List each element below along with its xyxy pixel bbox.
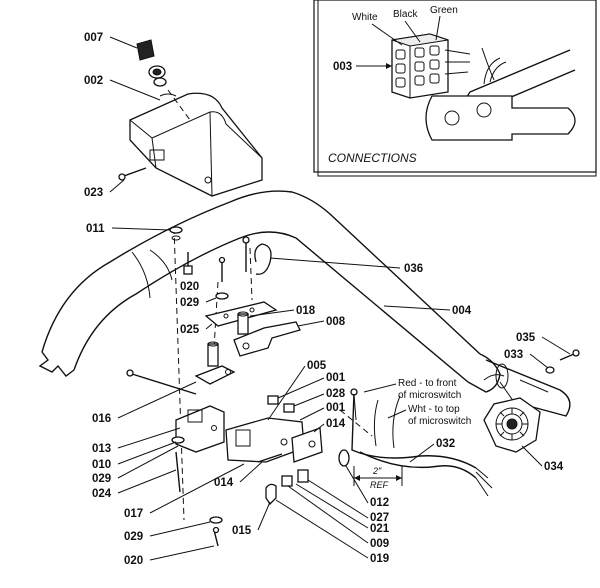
callout-001b: 001: [326, 402, 346, 414]
callout-018: 018: [296, 305, 316, 317]
note-wht-2: of microswitch: [408, 416, 471, 427]
callout-027: 027: [370, 512, 389, 524]
callout-029b: 029: [92, 473, 111, 485]
callout-009: 009: [370, 538, 389, 550]
callout-029a: 029: [180, 297, 199, 309]
wire-label-black: Black: [393, 9, 418, 20]
callout-002: 002: [84, 75, 103, 87]
callout-020a: 020: [180, 281, 199, 293]
callout-033: 033: [504, 349, 523, 361]
callout-012: 012: [370, 497, 389, 509]
note-red-2: of microswitch: [398, 390, 461, 401]
callout-032: 032: [436, 438, 455, 450]
callout-001a: 001: [326, 372, 346, 384]
connections-inset: White Black Green 003 CONNECTIONS: [313, 0, 597, 177]
cable: [350, 388, 493, 497]
dim-value: 2": [372, 466, 382, 476]
callout-024: 024: [92, 488, 112, 500]
callout-029c: 029: [124, 531, 143, 543]
callout-034: 034: [544, 461, 564, 473]
callout-021: 021: [370, 523, 390, 535]
callout-015: 015: [232, 525, 252, 537]
callouts: 007 002 023 011 036 020 029 018 025 008 …: [84, 32, 571, 567]
callout-023: 023: [84, 187, 103, 199]
wire-label-green: Green: [430, 5, 458, 16]
hardware-parts: [118, 167, 350, 547]
callout-016: 016: [92, 413, 111, 425]
knob-cap: [136, 39, 167, 87]
dimension-2in: 2" REF: [353, 466, 403, 490]
callout-013: 013: [92, 443, 111, 455]
connections-title: CONNECTIONS: [328, 151, 417, 165]
callout-008: 008: [326, 316, 346, 328]
callout-020b: 020: [124, 555, 143, 567]
callout-036: 036: [404, 263, 423, 275]
callout-005: 005: [307, 360, 327, 372]
mounting-flange: [483, 349, 580, 453]
callout-011: 011: [86, 223, 105, 235]
callout-035: 035: [516, 332, 536, 344]
callout-028: 028: [326, 388, 346, 400]
callout-010: 010: [92, 459, 111, 471]
handle-tube: [38, 190, 571, 417]
guard-cover: [129, 92, 263, 197]
inset-handle-tube: [425, 47, 576, 141]
callout-014a: 014: [326, 418, 346, 430]
callout-004: 004: [452, 305, 472, 317]
callout-014b: 014: [214, 477, 234, 489]
callout-025: 025: [180, 324, 200, 336]
note-red-1: Red - to front: [398, 378, 457, 389]
callout-019: 019: [370, 553, 389, 565]
dim-ref: REF: [370, 480, 389, 490]
wire-label-white: White: [352, 12, 378, 23]
callout-003: 003: [333, 61, 352, 73]
connector-block: [391, 33, 471, 99]
callout-007: 007: [84, 32, 103, 44]
callout-017: 017: [124, 508, 143, 520]
note-wht-1: Wht - to top: [408, 404, 460, 415]
